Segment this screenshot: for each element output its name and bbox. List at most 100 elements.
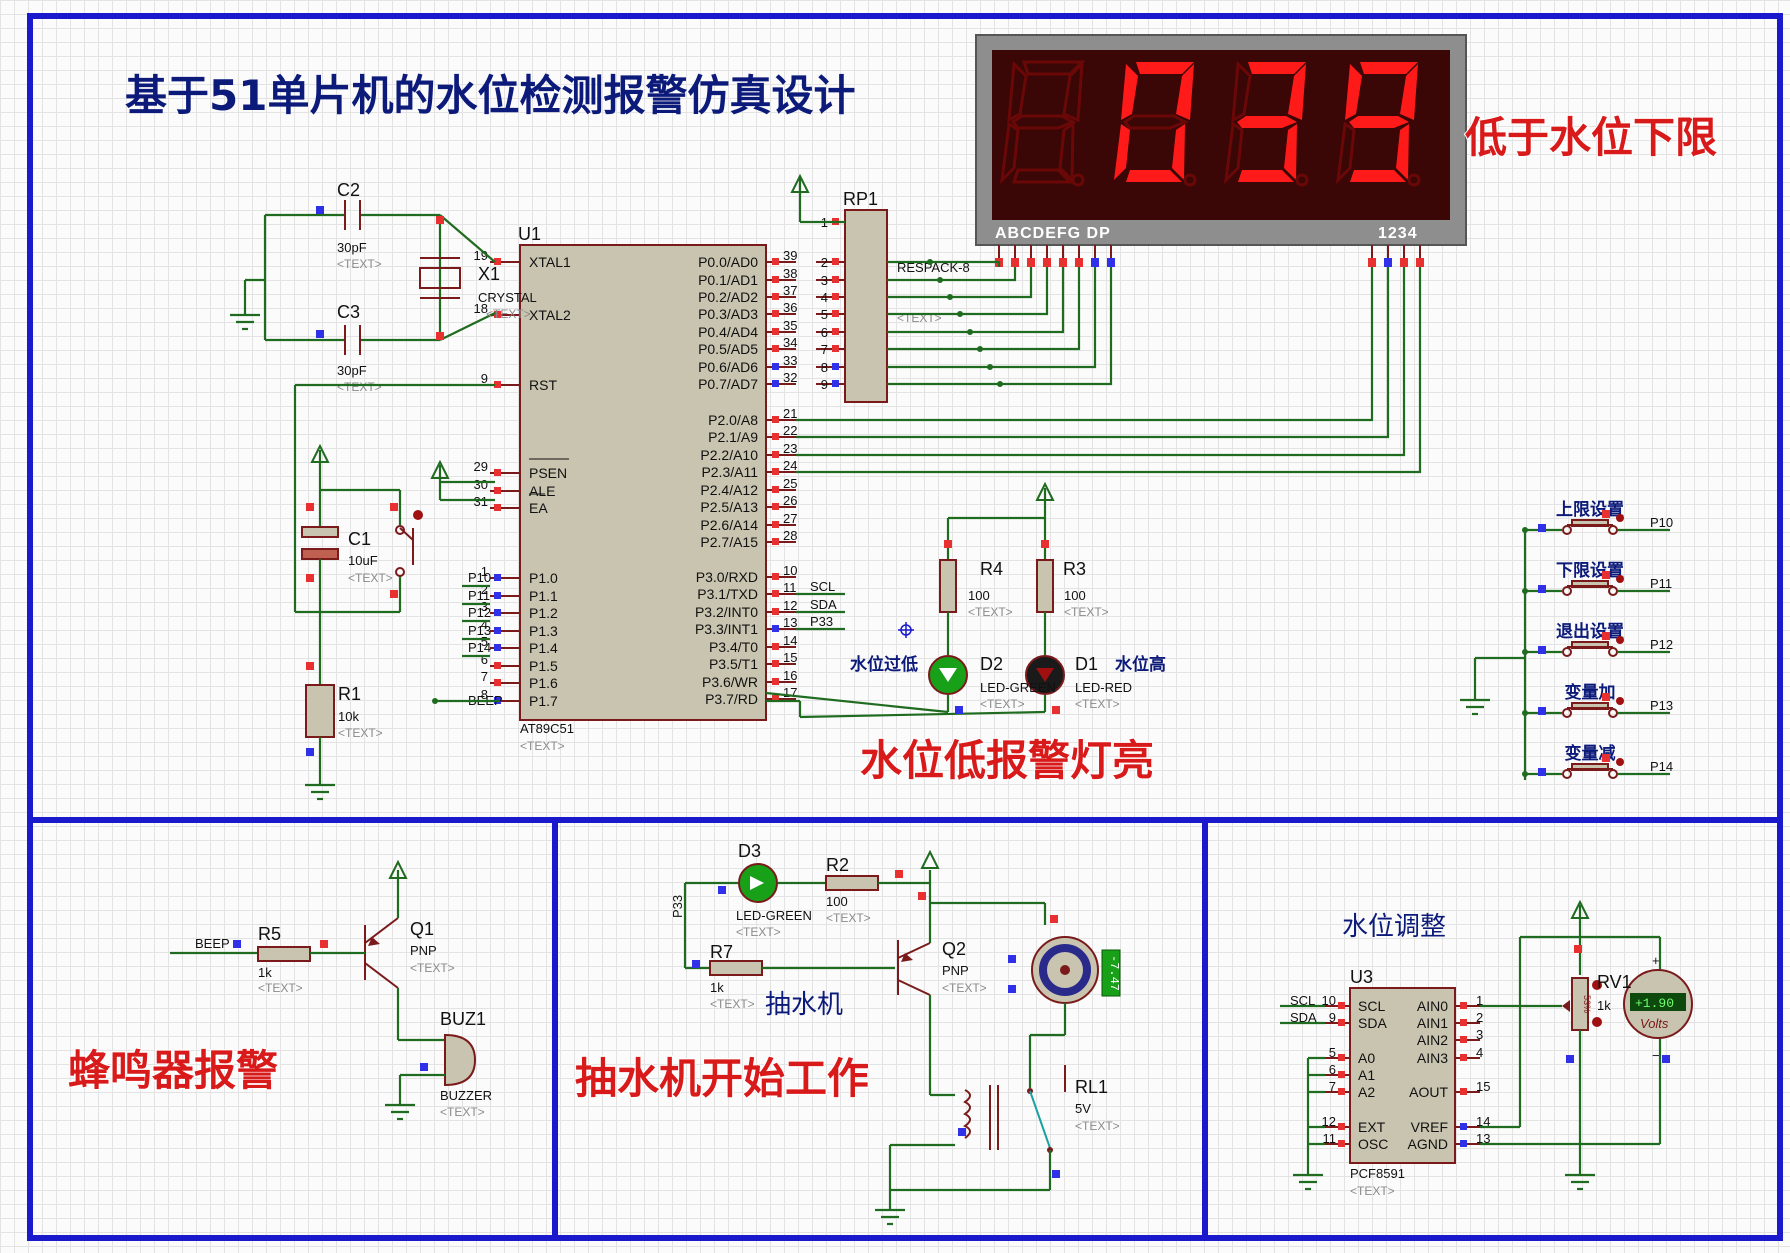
push-button[interactable]: 退出设置 P12	[1522, 621, 1673, 657]
c3-ref: C3	[337, 302, 360, 322]
rp1-pin-marker	[832, 380, 839, 387]
mcu-pin-net: P10	[468, 570, 491, 585]
r7-text: <TEXT>	[710, 997, 755, 1011]
mcu-pin-marker	[772, 503, 779, 510]
u3-pin-name: AIN3	[1417, 1050, 1448, 1066]
mcu-pin-name: P2.7/A15	[700, 534, 758, 550]
mcu-pin-marker	[494, 504, 501, 511]
segment-dp	[1407, 173, 1421, 187]
adc-u3[interactable]	[1349, 987, 1456, 1164]
u3-pin-marker	[1338, 1123, 1345, 1130]
r5-text: <TEXT>	[258, 981, 303, 995]
push-button-net: P12	[1650, 637, 1673, 652]
push-button-pin	[1602, 571, 1610, 579]
buz1-part: BUZZER	[440, 1088, 492, 1103]
rp1-vcc	[790, 173, 845, 224]
p0-bus-wire	[887, 267, 1081, 351]
u3-pin-marker	[1460, 1036, 1467, 1043]
mcu-pin-name: P1.3	[529, 623, 558, 639]
mcu-pin-net: P12	[468, 605, 491, 620]
mcu-pin-name: P0.7/AD7	[698, 376, 758, 392]
rp1-pin: 2	[816, 255, 845, 270]
push-button-pin	[1602, 632, 1610, 640]
x1-value: CRYSTAL	[478, 290, 537, 305]
push-button-pin	[1538, 524, 1546, 532]
display-digit: 0	[1114, 62, 1197, 187]
u3-ref: U3	[1350, 967, 1373, 987]
d3-ref: D3	[738, 841, 761, 861]
mcu-pin-number: 33	[783, 353, 797, 368]
mcu-pin-number: 3	[481, 599, 488, 614]
segment-b	[1288, 64, 1306, 120]
d2-text: <TEXT>	[980, 697, 1025, 711]
r2-ref: R2	[826, 855, 849, 875]
mcu-pin-number: 5	[481, 634, 488, 649]
mcu-pin-number: 22	[783, 423, 797, 438]
segment-c	[1396, 124, 1409, 180]
push-button-node	[1522, 527, 1528, 533]
q2-text: <TEXT>	[942, 981, 987, 995]
rv1-ref: RV1	[1597, 972, 1632, 992]
rp1-pin: 6	[816, 325, 845, 340]
u3-pin-number: 15	[1476, 1079, 1490, 1094]
mcu-pin-number: 7	[481, 669, 488, 684]
seven-segment-display[interactable]: 039 ABCDEFG DP 1234	[975, 34, 1467, 246]
display-digit-pin	[1368, 258, 1376, 267]
sheet-borders	[27, 13, 1783, 1241]
u3-pin-name: AIN1	[1417, 1015, 1448, 1031]
p0-bus-node	[987, 364, 993, 370]
u3-pin-name: OSC	[1358, 1136, 1388, 1152]
mcu-pin-name: P3.1/TXD	[697, 586, 758, 602]
r7-ref: R7	[710, 942, 733, 962]
push-button-state	[1616, 514, 1624, 522]
push-button-label: 退出设置	[1556, 621, 1624, 642]
mcu-pin-name: P0.0/AD0	[698, 254, 758, 270]
c3-text: <TEXT>	[337, 380, 382, 394]
mcu-pin-name: PSEN	[529, 465, 567, 481]
push-button-net: P13	[1650, 698, 1673, 713]
c1-ref: C1	[348, 529, 371, 549]
voltmeter-unit: Volts	[1640, 1016, 1669, 1031]
u3-pin-name: A2	[1358, 1084, 1375, 1100]
r5-value: 1k	[258, 965, 272, 980]
display-digit-pin	[1416, 258, 1424, 267]
mcu-part: AT89C51	[520, 721, 574, 736]
motor-reading: -7.47	[1107, 955, 1121, 991]
mcu-pin-name: XTAL2	[529, 307, 571, 323]
p0-bus-node	[957, 311, 963, 317]
u3-pin-marker	[1460, 1054, 1467, 1061]
u3-pin-name: EXT	[1358, 1119, 1386, 1135]
mcu-u1[interactable]	[519, 244, 767, 721]
segment-e	[1223, 121, 1244, 185]
mcu-pin-number: 31	[474, 494, 488, 509]
p0-bus-node	[977, 346, 983, 352]
u3-pin-name: VREF	[1411, 1119, 1448, 1135]
mcu-pin-name: P3.0/RXD	[696, 569, 758, 585]
u3-pin-number: 10	[1322, 993, 1336, 1008]
d1-label: 水位高	[1115, 654, 1166, 675]
u3-pin-number: 3	[1476, 1027, 1483, 1042]
u3-pin-name: SCL	[1358, 998, 1385, 1014]
mcu-pin-number: 10	[783, 563, 797, 578]
push-button-label: 下限设置	[1556, 561, 1624, 581]
c3-value: 30pF	[337, 363, 367, 378]
respack-rp1[interactable]	[844, 209, 888, 403]
push-button-contact	[1608, 586, 1618, 596]
p0-bus-wire	[887, 267, 1113, 386]
mcu-pin-name: P3.4/T0	[709, 639, 758, 655]
